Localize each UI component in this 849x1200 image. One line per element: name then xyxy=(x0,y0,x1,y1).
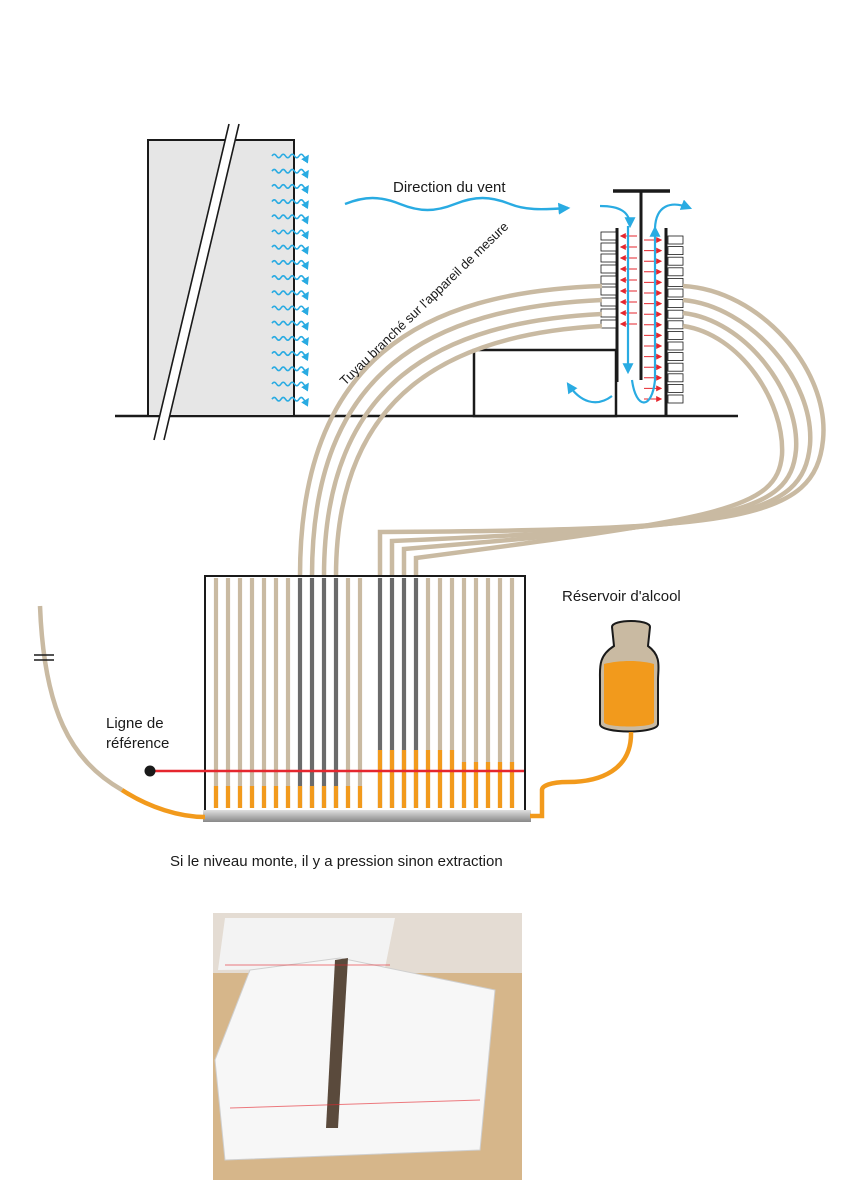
wind-wave-arrow xyxy=(271,351,309,362)
device-photo xyxy=(213,913,522,1180)
probe-right xyxy=(667,299,684,309)
probe-right xyxy=(667,383,684,393)
wind-wave-arrow xyxy=(271,244,309,255)
probe-left xyxy=(600,297,617,307)
probe-right xyxy=(667,246,684,256)
probe-left xyxy=(600,308,617,318)
probe-left xyxy=(600,275,617,285)
wind-wave-arrow xyxy=(271,153,309,164)
connecting-tubes xyxy=(297,283,826,577)
wind-wave-arrow xyxy=(271,305,309,316)
probe-left xyxy=(600,231,617,241)
probe-right xyxy=(667,352,684,362)
probe-right xyxy=(667,320,684,330)
probe-right xyxy=(667,288,684,298)
probe-right xyxy=(667,235,684,245)
reference-line-label-2: référence xyxy=(106,735,169,752)
alcohol-reservoir xyxy=(530,620,660,819)
wind-wave-arrow xyxy=(271,320,309,331)
manometer-base xyxy=(203,810,531,822)
wind-wave-arrow xyxy=(271,275,309,286)
probe-left xyxy=(600,286,617,296)
wind-wave-arrow xyxy=(271,396,309,407)
wind-direction-arrow xyxy=(344,196,571,215)
reference-line-dot xyxy=(144,765,156,777)
probe-left xyxy=(600,242,617,252)
chimney-device xyxy=(566,189,693,416)
wind-wave-arrow xyxy=(271,259,309,270)
wind-direction-label: Direction du vent xyxy=(393,179,506,196)
wind-wave-arrow xyxy=(271,290,309,301)
wind-wave-arrow xyxy=(271,214,309,225)
tall-building xyxy=(147,123,295,441)
probe-left xyxy=(600,253,617,263)
probe-left xyxy=(600,264,617,274)
probe-right xyxy=(667,309,684,319)
probe-right xyxy=(667,330,684,340)
probe-right xyxy=(667,362,684,372)
wind-wave-arrow xyxy=(271,366,309,377)
building-wind-arrows xyxy=(271,153,309,407)
wind-wave-arrow xyxy=(271,381,309,392)
probe-right xyxy=(667,277,684,287)
reference-line-label-1: Ligne de xyxy=(106,715,164,732)
reservoir-label: Réservoir d'alcool xyxy=(562,588,681,605)
probe-right xyxy=(667,394,684,404)
probe-right xyxy=(667,267,684,277)
manometer xyxy=(203,575,531,822)
wind-wave-arrow xyxy=(271,335,309,346)
probe-right xyxy=(667,373,684,383)
small-building xyxy=(472,348,618,418)
wind-wave-arrow xyxy=(271,229,309,240)
tube-break-mark xyxy=(34,654,54,661)
probe-right xyxy=(667,256,684,266)
caption: Si le niveau monte, il y a pression sino… xyxy=(170,853,503,870)
reference-tube xyxy=(37,605,206,820)
wind-wave-arrow xyxy=(271,199,309,210)
wind-wave-arrow xyxy=(271,168,309,179)
probe-right xyxy=(667,341,684,351)
probe-left xyxy=(600,319,617,329)
wind-wave-arrow xyxy=(271,183,309,194)
